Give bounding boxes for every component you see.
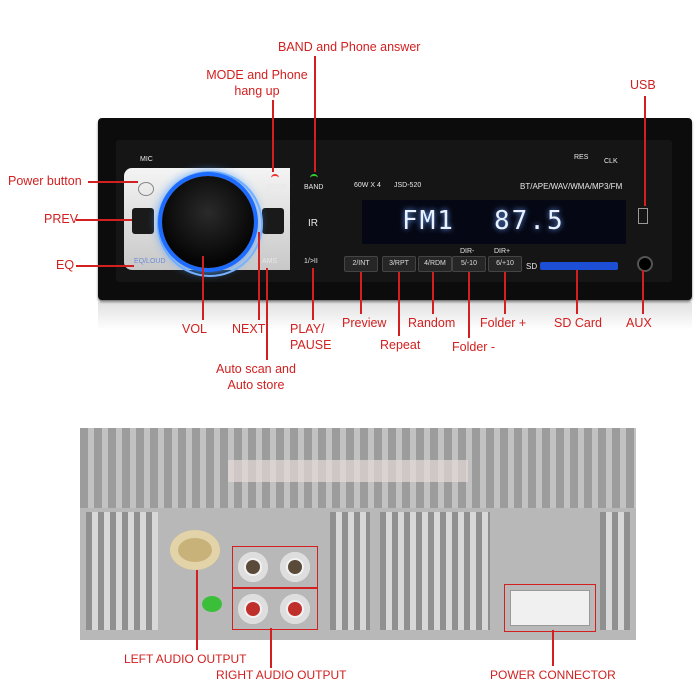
left-audio-pointer [196,570,198,650]
preview-label: Preview [342,316,386,330]
green-wire-cap [202,596,222,612]
vol-pointer [202,256,204,320]
random-pointer [432,272,434,314]
aux-label: AUX [626,316,652,330]
usb-pointer [644,96,646,206]
power-connector-label: POWER CONNECTOR [490,668,616,682]
play-pause-pointer [312,268,314,320]
sd-card-label: SD Card [554,316,602,330]
clk-label: CLK [604,158,618,165]
prev-pointer [76,219,132,221]
answer-icon [310,174,318,182]
aux-port[interactable] [637,256,653,272]
power-connector-pointer [552,630,554,666]
preset-4-button[interactable]: 4/RDM [418,256,452,272]
heatsink-far-right [600,512,630,630]
folder-minus-label: Folder - [452,340,495,354]
preset-3-button[interactable]: 3/RPT [382,256,416,272]
repeat-label: Repeat [380,338,420,352]
sd-card-slot[interactable] [540,262,618,270]
preview-pointer [360,272,362,314]
heatsink-mid [330,512,370,630]
sd-card-pointer [576,270,578,314]
display-band: FM1 [402,206,455,236]
power-icon[interactable] [138,182,154,196]
next-pointer [258,232,260,320]
mode-pointer [272,100,274,172]
mode-button[interactable]: MODE [266,184,287,191]
eq-button[interactable]: EQ/LOUD [134,258,166,265]
eq-label: EQ [56,258,74,272]
band-pointer [314,56,316,172]
power-button-label: Power button [8,174,82,188]
folder-plus-pointer [504,272,506,314]
preset-6-button[interactable]: 6/+10 [488,256,522,272]
display-frequency: 87.5 [494,206,565,236]
mode-phone-label-line1: MODE and Phone [202,68,312,82]
vol-label: VOL [182,322,207,336]
folder-plus-label: Folder + [480,316,526,330]
res-label: RES [574,154,588,161]
usb-label: USB [630,78,656,92]
ir-sensor: IR [308,218,318,229]
band-phone-answer-label: BAND and Phone answer [278,40,420,54]
repeat-pointer [398,272,400,336]
model-label: JSD-520 [394,182,421,189]
usb-icon[interactable] [638,208,648,224]
preset-1-button[interactable]: 1/>II [304,258,318,265]
lcd-display: FM1 87.5 [362,200,626,244]
antenna-socket[interactable] [170,530,220,570]
power-spec-label: 60W X 4 [354,182,381,189]
aux-pointer [642,270,644,314]
volume-knob[interactable] [162,176,254,268]
rear-sticker [228,460,468,482]
next-label: NEXT [232,322,265,336]
prev-label: PREV [44,212,78,226]
next-button[interactable] [262,208,284,234]
right-audio-box [232,588,318,630]
heatsink-left [86,512,158,630]
preset-2-button[interactable]: 2/INT [344,256,378,272]
auto-scan-label-line1: Auto scan and [206,362,306,376]
right-audio-pointer [270,628,272,668]
auto-scan-label-line2: Auto store [206,378,306,392]
auto-scan-pointer [266,268,268,360]
ams-button[interactable]: AMS [262,258,277,265]
dir-minus-label: DIR- [460,248,474,255]
play-pause-label-line2: PAUSE [290,338,331,352]
mode-phone-label-line2: hang up [202,84,312,98]
formats-label: BT/APE/WAV/WMA/MP3/FM [520,182,622,191]
random-label: Random [408,316,455,330]
folder-minus-pointer [468,272,470,338]
left-audio-output-label: LEFT AUDIO OUTPUT [124,652,246,666]
left-audio-box [232,546,318,588]
band-button[interactable]: BAND [304,184,323,191]
preset-5-button[interactable]: 5/-10 [452,256,486,272]
power-connector-box [504,584,596,632]
prev-button[interactable] [132,208,154,234]
heatsink-right [380,512,490,630]
hang-up-icon [271,174,279,182]
power-pointer [88,181,138,183]
sd-label: SD [526,262,537,271]
eq-pointer [76,265,134,267]
right-audio-output-label: RIGHT AUDIO OUTPUT [216,668,346,682]
dir-plus-label: DIR+ [494,248,510,255]
play-pause-label-line1: PLAY/ [290,322,325,336]
mic-label: MIC [140,156,153,163]
